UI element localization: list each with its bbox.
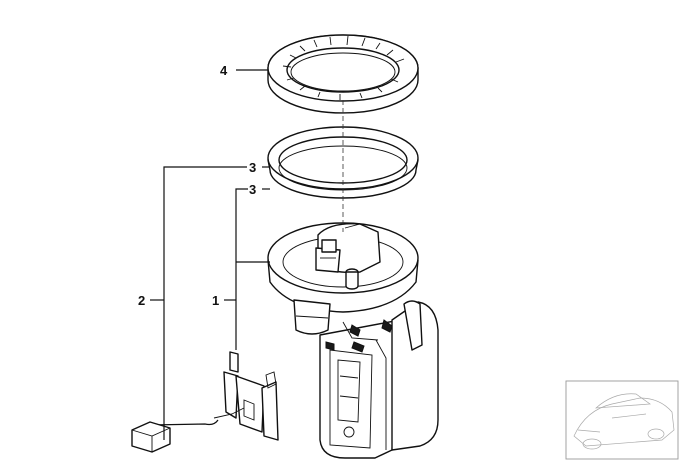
callout-3-lower: 3 [249, 182, 256, 197]
callout-3-upper: 3 [249, 160, 256, 175]
callout-1: 1 [212, 293, 219, 308]
part-2-fuel-level-sensor [131, 351, 279, 453]
callout-2: 2 [138, 293, 145, 308]
leader-lines [150, 69, 270, 440]
part-4-lock-ring [267, 34, 419, 114]
part-1-fuel-pump-assembly [267, 222, 439, 459]
part-3-seal-ring [267, 126, 419, 199]
callout-4: 4 [220, 63, 228, 78]
lock-ring-notches [282, 35, 405, 100]
car-outline-icon [565, 380, 679, 460]
